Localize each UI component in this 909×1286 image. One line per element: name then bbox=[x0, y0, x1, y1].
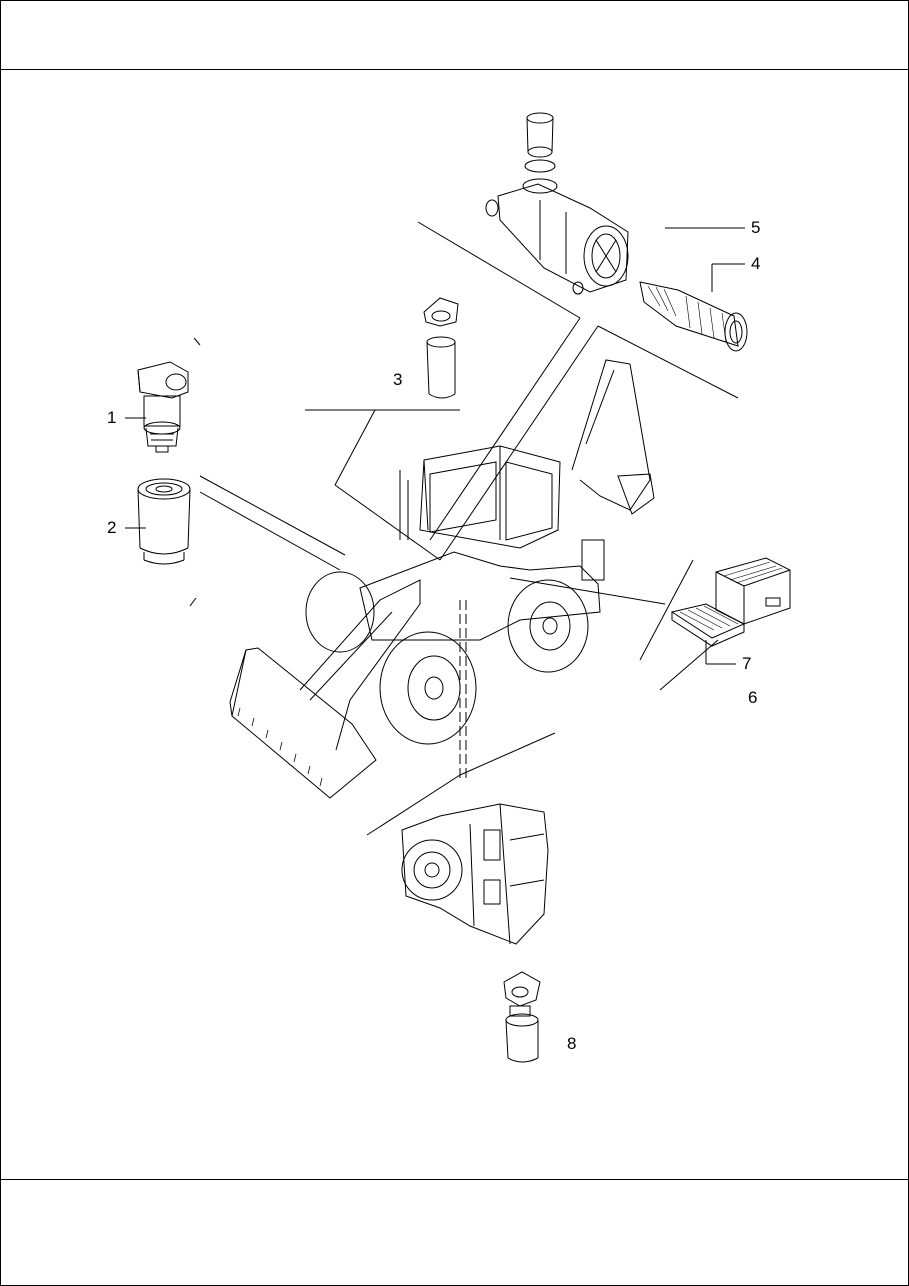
cab-filter-box-icon bbox=[715, 557, 791, 625]
callout-3: 3 bbox=[393, 370, 403, 389]
callout-8: 8 bbox=[567, 1034, 577, 1053]
spin-on-filter-icon bbox=[137, 478, 191, 565]
cab-filter-element-icon bbox=[670, 603, 746, 647]
transmission-icon bbox=[401, 803, 549, 945]
callout-2: 2 bbox=[107, 518, 117, 537]
transmission-filter-icon bbox=[503, 971, 541, 1063]
title-block-header bbox=[1, 1, 908, 70]
hydraulic-filter-icon bbox=[423, 297, 459, 399]
air-filter-housing-icon bbox=[485, 112, 629, 295]
callout-4: 4 bbox=[751, 254, 761, 273]
title-block-footer bbox=[1, 1179, 908, 1286]
backhoe-loader-icon bbox=[229, 359, 655, 799]
leader-lines bbox=[189, 221, 739, 836]
callout-5: 5 bbox=[751, 218, 761, 237]
callout-1: 1 bbox=[107, 408, 117, 427]
callout-7: 7 bbox=[742, 654, 752, 673]
callout-6: 6 bbox=[748, 688, 758, 707]
air-filter-element-icon bbox=[639, 281, 748, 352]
fuel-filter-assembly-icon bbox=[137, 361, 189, 453]
callout-ticks bbox=[125, 227, 745, 665]
